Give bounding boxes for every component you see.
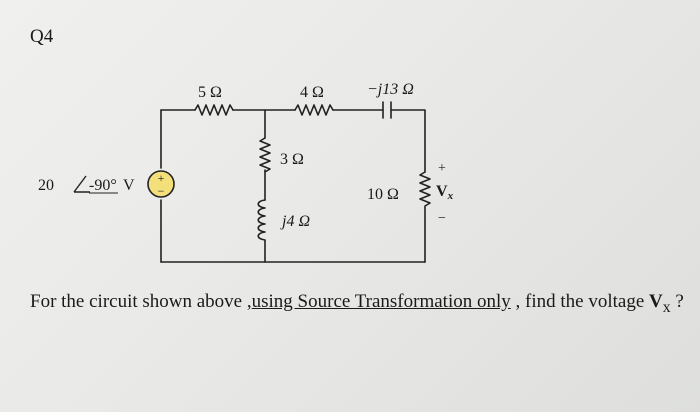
source-magnitude: 20: [38, 177, 54, 194]
vx-plus: +: [438, 161, 446, 176]
source-unit: V: [123, 177, 135, 194]
capacitor: [382, 101, 392, 119]
label-4ohm: 4 Ω: [300, 84, 324, 101]
resistor-10ohm: [419, 171, 431, 263]
label-j4: j4 Ω: [280, 213, 310, 230]
resistor-4ohm: [294, 104, 334, 116]
inductor-j4: [257, 199, 266, 263]
problem-underlined-text: using Source Transformation only: [251, 291, 511, 312]
vx-minus: −: [438, 211, 446, 226]
wire-top-right: [390, 109, 426, 173]
problem-var: V: [649, 291, 663, 312]
voltage-source-circle: [147, 170, 175, 198]
label-10ohm: 10 Ω: [367, 186, 399, 203]
resistor-3ohm: [259, 137, 271, 173]
question-label: Q4: [30, 26, 54, 47]
source-minus-sign: −: [158, 184, 165, 198]
circuit-diagram: + − 20 -90° V 5 Ω 4 Ω −j13 Ω 3 Ω j4 Ω 10…: [38, 81, 454, 263]
label-5ohm: 5 Ω: [198, 84, 222, 101]
problem-text-1: For the circuit shown above ,: [30, 291, 252, 312]
source-angle: -90°: [89, 177, 117, 194]
label-3ohm: 3 Ω: [280, 151, 304, 168]
angle-symbol: [73, 175, 90, 193]
problem-text-2: , find the voltage: [510, 291, 650, 312]
problem-end: ?: [670, 291, 684, 312]
label-cap: −j13 Ω: [367, 81, 414, 98]
problem-var-sub: x: [662, 298, 671, 316]
resistor-5ohm: [194, 104, 234, 116]
source-plus-sign: +: [158, 171, 165, 185]
vx-label: Vx: [436, 183, 454, 202]
problem-statement: For the circuit shown above ,using Sourc…: [30, 290, 685, 320]
